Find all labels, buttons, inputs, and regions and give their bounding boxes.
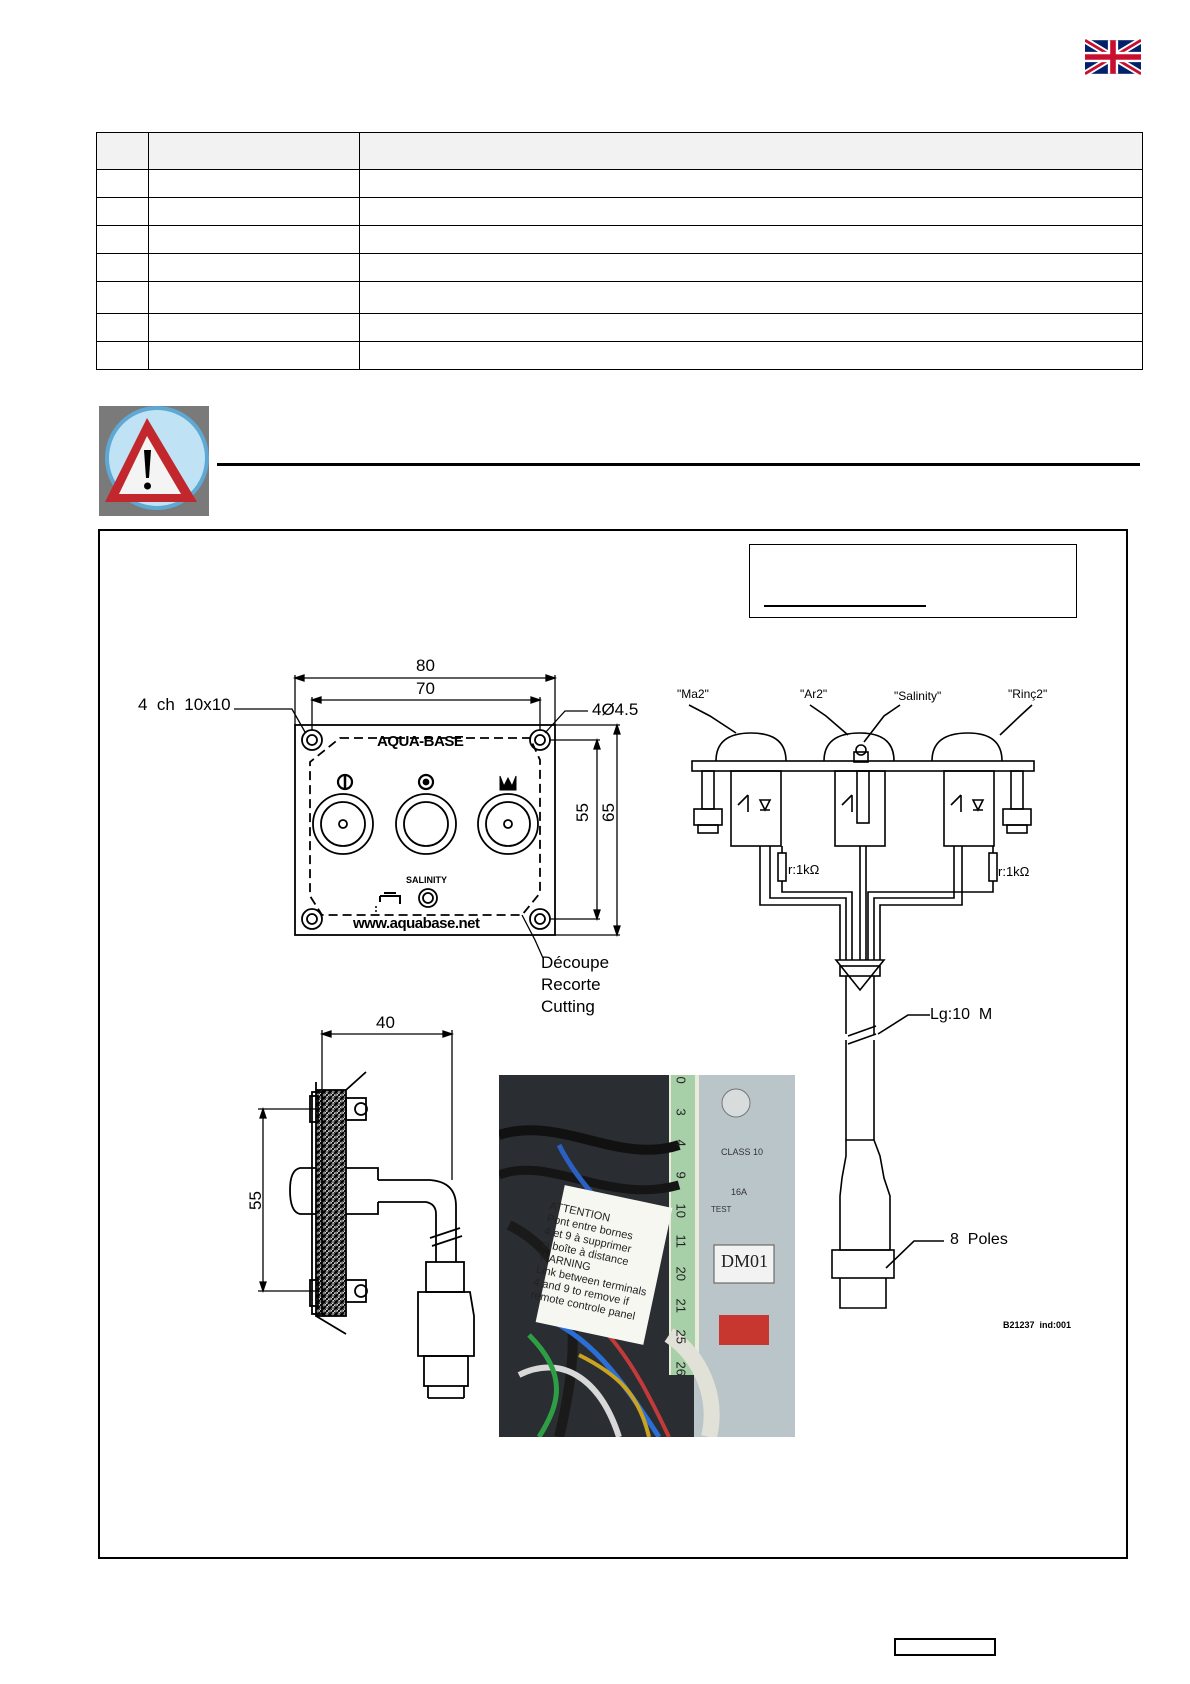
front-buttons <box>312 793 539 908</box>
reference-box <box>749 544 1077 618</box>
uk-flag-icon <box>1085 39 1141 75</box>
front-view <box>294 724 556 936</box>
terminal-strip: 0 3 4 9 10 11 20 21 25 26 <box>671 1076 691 1379</box>
front-dimensions <box>234 674 621 959</box>
table-header-row <box>96 132 1143 170</box>
side-view <box>289 1071 475 1399</box>
wiring-diagram <box>688 704 1035 1309</box>
terminal-number: 3 <box>673 1108 689 1116</box>
specification-table <box>96 132 1143 370</box>
terminal-number: 10 <box>673 1203 689 1218</box>
breaker-class-label: CLASS 10 <box>721 1147 764 1157</box>
cutout-outline <box>309 737 541 916</box>
breaker-test-label: TEST <box>711 1205 732 1214</box>
page-number-box <box>894 1638 996 1656</box>
breaker-label: DM01 <box>721 1251 769 1271</box>
drawing-frame <box>98 529 1128 1559</box>
breaker-rating-label: 16A <box>731 1187 748 1197</box>
warning-triangle-icon <box>99 406 209 516</box>
warning-rule <box>217 463 1140 466</box>
table-row <box>96 341 1143 370</box>
side-dimensions <box>258 1030 455 1294</box>
terminal-number: 11 <box>673 1234 689 1249</box>
table-row <box>96 225 1143 254</box>
mounting-holes <box>301 729 551 930</box>
table-row <box>96 197 1143 226</box>
terminal-number: 21 <box>673 1298 689 1313</box>
control-cabinet-photo: 0 3 4 9 10 11 20 21 25 26 CLASS 10 16A T… <box>499 1075 795 1437</box>
terminal-number: 4 <box>673 1139 689 1148</box>
terminal-number: 20 <box>673 1266 689 1281</box>
photo-illustration <box>499 1075 795 1437</box>
terminal-number: 25 <box>673 1329 689 1345</box>
table-row <box>96 169 1143 198</box>
terminal-number: 26 <box>673 1361 689 1376</box>
panel-outline <box>294 724 556 936</box>
terminal-number: 9 <box>673 1171 689 1179</box>
table-row <box>96 281 1143 314</box>
terminal-number: 0 <box>673 1076 689 1084</box>
